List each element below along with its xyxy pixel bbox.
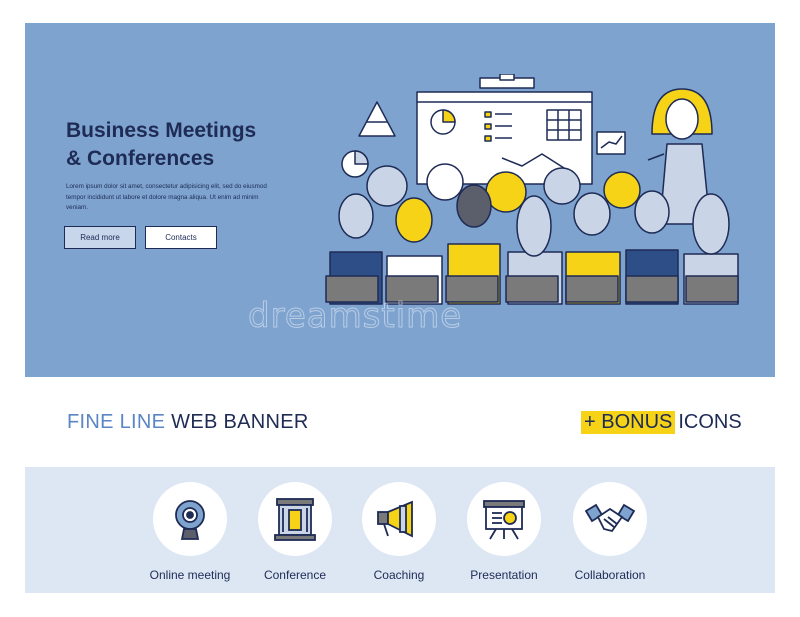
banner-body-text: Lorem ipsum dolor sit amet, consectetur … bbox=[66, 183, 267, 211]
headline-line-2: & Conferences bbox=[66, 147, 215, 170]
headline-line-1: Business Meetings bbox=[66, 119, 257, 142]
icon-label-conference: Conference bbox=[263, 568, 327, 582]
icon-label-online-meeting: Online meeting bbox=[149, 568, 231, 582]
icon-label-coaching: Coaching bbox=[373, 568, 425, 582]
meeting-illustration bbox=[325, 74, 739, 305]
bonus-badge: + BONUS bbox=[581, 411, 676, 434]
banner-headline: Business Meetings & Conferences bbox=[66, 117, 326, 173]
read-more-button[interactable]: Read more bbox=[64, 226, 136, 249]
presentation-board-icon bbox=[467, 482, 541, 556]
icon-label-presentation: Presentation bbox=[470, 568, 538, 582]
conference-podium-icon bbox=[258, 482, 332, 556]
webcam-icon bbox=[153, 482, 227, 556]
tagline-accent: FINE LINE bbox=[67, 411, 166, 433]
bonus-icons-text: ICONS bbox=[678, 411, 742, 433]
icon-label-collaboration: Collaboration bbox=[574, 568, 646, 582]
icon-item-presentation: Presentation bbox=[449, 482, 559, 582]
icon-item-coaching: Coaching bbox=[344, 482, 454, 582]
icon-item-collaboration: Collaboration bbox=[555, 482, 665, 582]
handshake-icon bbox=[573, 482, 647, 556]
icon-item-online-meeting: Online meeting bbox=[135, 482, 245, 582]
tagline-rest: WEB BANNER bbox=[171, 411, 309, 433]
icon-item-conference: Conference bbox=[240, 482, 350, 582]
watermark: dreamstime bbox=[248, 296, 463, 337]
megaphone-icon bbox=[362, 482, 436, 556]
contacts-button[interactable]: Contacts bbox=[145, 226, 217, 249]
tagline-bonus: + BONUS ICONS bbox=[581, 411, 742, 434]
tagline-fine-line: FINE LINE WEB BANNER bbox=[67, 411, 309, 434]
